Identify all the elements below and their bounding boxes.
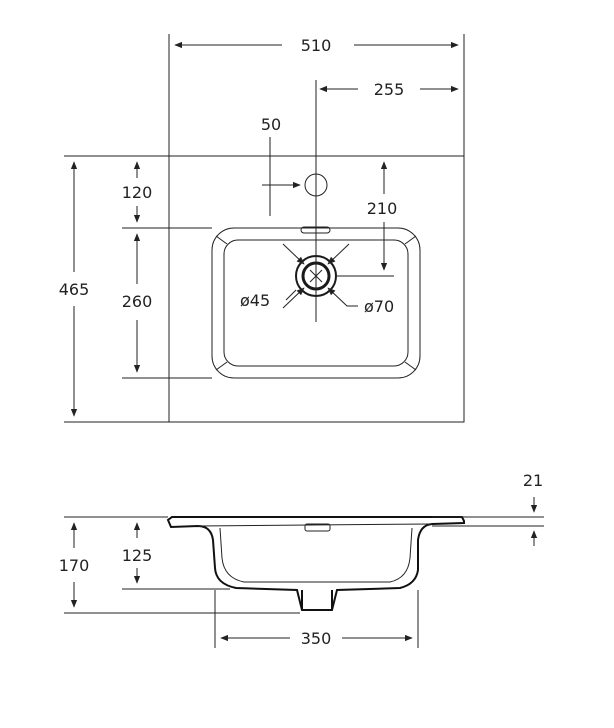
- dim-drain-offset-label: 210: [367, 199, 398, 218]
- dim-total-height-label: 170: [59, 556, 90, 575]
- dim-tap-offset-label: 50: [261, 115, 281, 134]
- side-overflow-slot: [304, 523, 331, 532]
- dim-drain-large-label: ø70: [364, 297, 394, 316]
- dim-bowl-height-label: 125: [122, 546, 153, 565]
- side-view: 170 125 21 350: [59, 471, 544, 648]
- dim-tap-depth-label: 120: [122, 183, 153, 202]
- dim-drain-small-label: ø45: [240, 291, 270, 310]
- dim-width-label: 510: [301, 36, 332, 55]
- dim-half-width-label: 255: [374, 80, 405, 99]
- dim-bowl-width-label: 350: [301, 629, 332, 648]
- dim-rim-thickness-label: 21: [523, 471, 543, 490]
- top-view: 510 255 50 465 120 260 210 ø45 ø70: [59, 34, 465, 423]
- dim-bowl-depth-label: 260: [122, 292, 153, 311]
- dim-depth-label: 465: [59, 280, 90, 299]
